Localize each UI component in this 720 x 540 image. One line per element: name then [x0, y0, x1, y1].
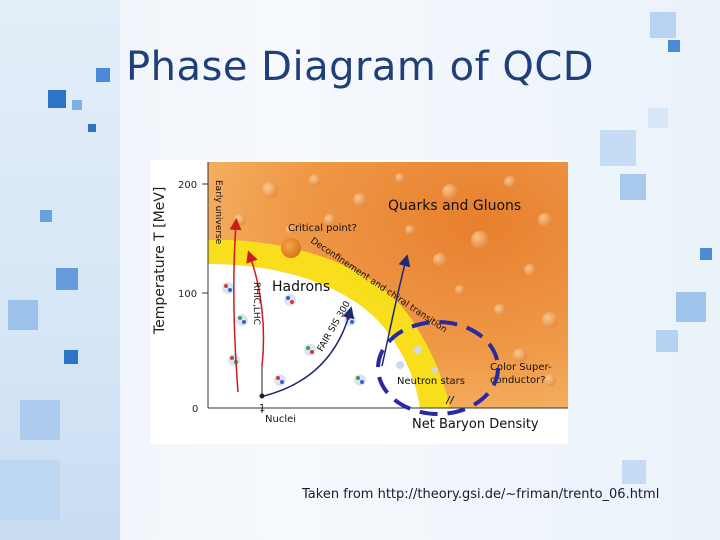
decor-square: [88, 124, 96, 132]
rhic-lhc-arrow: [246, 250, 265, 367]
critical-point-label: Critical point?: [288, 223, 357, 234]
decor-square: [72, 100, 82, 110]
y-tick-label-200: 200: [178, 180, 197, 191]
hadron-particles: [222, 282, 366, 386]
decor-square: [0, 460, 60, 520]
high-density-highlight: [376, 320, 500, 416]
rhic-lhc-label: RHIC,LHC: [251, 282, 261, 325]
quark-gluon-bubbles: [234, 173, 558, 386]
critical-point-marker: [281, 238, 301, 258]
y-tick-label-0: 0: [192, 404, 198, 415]
hadrons-label: Hadrons: [272, 279, 330, 295]
slide-title: Phase Diagram of QCD: [126, 44, 595, 90]
fair-arrow: [263, 306, 355, 397]
decor-square: [700, 248, 712, 260]
decor-square: [40, 210, 52, 222]
decor-square: [96, 68, 110, 82]
neutron-star-particles: [396, 346, 438, 373]
decor-square: [650, 12, 676, 38]
x-axis-label: Net Baryon Density: [412, 417, 539, 432]
decor-square: [668, 40, 680, 52]
color-superconductor-label-2: conductor?: [490, 375, 546, 386]
quarks-gluons-label: Quarks and Gluons: [388, 198, 521, 214]
early-universe-arrow: [229, 218, 242, 393]
color-superconductor-label-1: Color Super-: [490, 362, 552, 373]
decor-square: [622, 460, 646, 484]
y-axis-label: Temperature T [MeV]: [152, 187, 168, 335]
decor-square: [8, 300, 38, 330]
axis-break-marks: [445, 395, 455, 405]
decor-square: [600, 130, 636, 166]
decor-square: [620, 174, 646, 200]
decor-square: [648, 108, 668, 128]
decor-square: [656, 330, 678, 352]
diagram-canvas: Temperature T [MeV] 200 100 0 1 Net Bary…: [152, 162, 568, 432]
decor-square: [48, 90, 66, 108]
decor-square: [64, 350, 78, 364]
decor-square: [56, 268, 78, 290]
nuclei-label: Nuclei: [265, 414, 296, 425]
decor-square: [20, 400, 60, 440]
early-universe-label: Early universe: [213, 180, 223, 245]
nuclei-marker: [259, 393, 265, 399]
x-tick-label-1: 1: [259, 403, 265, 414]
transition-band: [208, 239, 450, 408]
neutron-star-arrow: [381, 254, 411, 367]
decor-square: [676, 292, 706, 322]
source-caption: Taken from http://theory.gsi.de/~friman/…: [302, 487, 660, 502]
qcd-phase-diagram: Temperature T [MeV] 200 100 0 1 Net Bary…: [150, 160, 568, 444]
y-tick-label-100: 100: [178, 289, 197, 300]
neutron-stars-label: Neutron stars: [397, 376, 465, 387]
